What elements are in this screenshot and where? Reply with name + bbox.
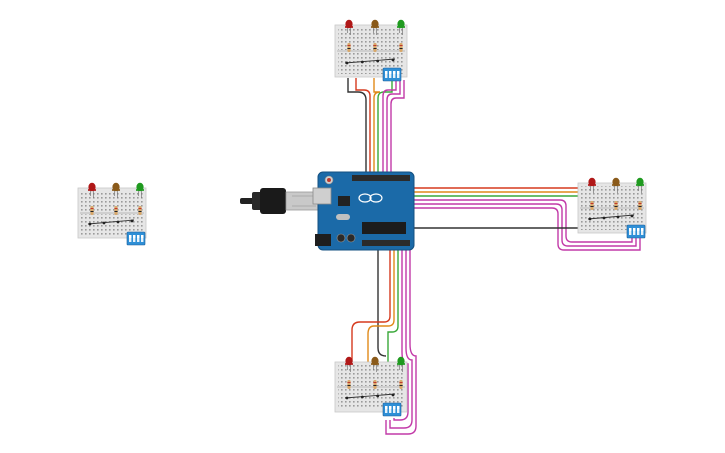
resistor[interactable]: [614, 201, 618, 210]
crystal: [336, 214, 350, 220]
dip-switch-icon[interactable]: [382, 67, 402, 82]
wire-endpoint: [391, 58, 395, 62]
arduino-uno-board[interactable]: [312, 171, 415, 251]
wire-endpoint: [376, 59, 380, 63]
capacitor: [346, 233, 356, 243]
resistor[interactable]: [399, 43, 403, 52]
usb-cable-tail: [240, 198, 254, 204]
digital-pin-header[interactable]: [352, 175, 410, 181]
breadboard-module-left[interactable]: [77, 182, 147, 246]
wire-endpoint: [391, 393, 395, 397]
resistor[interactable]: [114, 206, 118, 215]
resistor[interactable]: [373, 380, 377, 389]
jumper-wire: [344, 393, 396, 399]
wire-endpoint: [116, 220, 120, 224]
breadboard-module-right[interactable]: [577, 177, 647, 239]
dip-switch-icon[interactable]: [126, 231, 146, 246]
capacitor: [336, 233, 346, 243]
wires-to-top-module: [347, 78, 405, 178]
power-jack: [315, 234, 331, 246]
dip-switch-icon[interactable]: [382, 402, 402, 417]
usb-plug-body: [260, 188, 286, 214]
jumper-wire: [587, 214, 635, 220]
wire-endpoint: [602, 216, 606, 220]
arduino-pcb: [317, 171, 415, 251]
jumper-wire: [87, 219, 135, 225]
dip-switch-icon[interactable]: [626, 224, 646, 239]
microcontroller-chip: [362, 222, 406, 234]
resistor[interactable]: [638, 201, 642, 210]
usb-cable-strain-relief: [252, 192, 262, 210]
usb-jack: [312, 187, 332, 205]
wire-endpoint: [616, 215, 620, 219]
wire-endpoint: [345, 61, 349, 65]
wire-endpoint: [88, 222, 92, 226]
arduino-logo-icon: [358, 193, 383, 203]
resistor[interactable]: [590, 201, 594, 210]
breadboard-module-top[interactable]: [334, 19, 408, 82]
wire-endpoint: [630, 214, 634, 218]
resistor[interactable]: [138, 206, 142, 215]
analog-pin-header[interactable]: [362, 240, 410, 246]
wire-endpoint: [376, 394, 380, 398]
wire-endpoint: [588, 217, 592, 221]
resistor[interactable]: [90, 206, 94, 215]
jumper-wire: [344, 58, 396, 64]
wire-endpoint: [345, 396, 349, 400]
wire-endpoint: [130, 219, 134, 223]
wire-bundle: [347, 78, 641, 435]
usb-chip: [338, 196, 350, 206]
wire-endpoint: [102, 221, 106, 225]
usb-cable-icon: [240, 188, 321, 214]
resistor[interactable]: [373, 43, 377, 52]
resistor[interactable]: [399, 380, 403, 389]
resistor[interactable]: [347, 380, 351, 389]
wire-endpoint: [360, 60, 364, 64]
resistor[interactable]: [347, 43, 351, 52]
wire-endpoint: [360, 395, 364, 399]
breadboard-module-bottom[interactable]: [334, 356, 408, 417]
